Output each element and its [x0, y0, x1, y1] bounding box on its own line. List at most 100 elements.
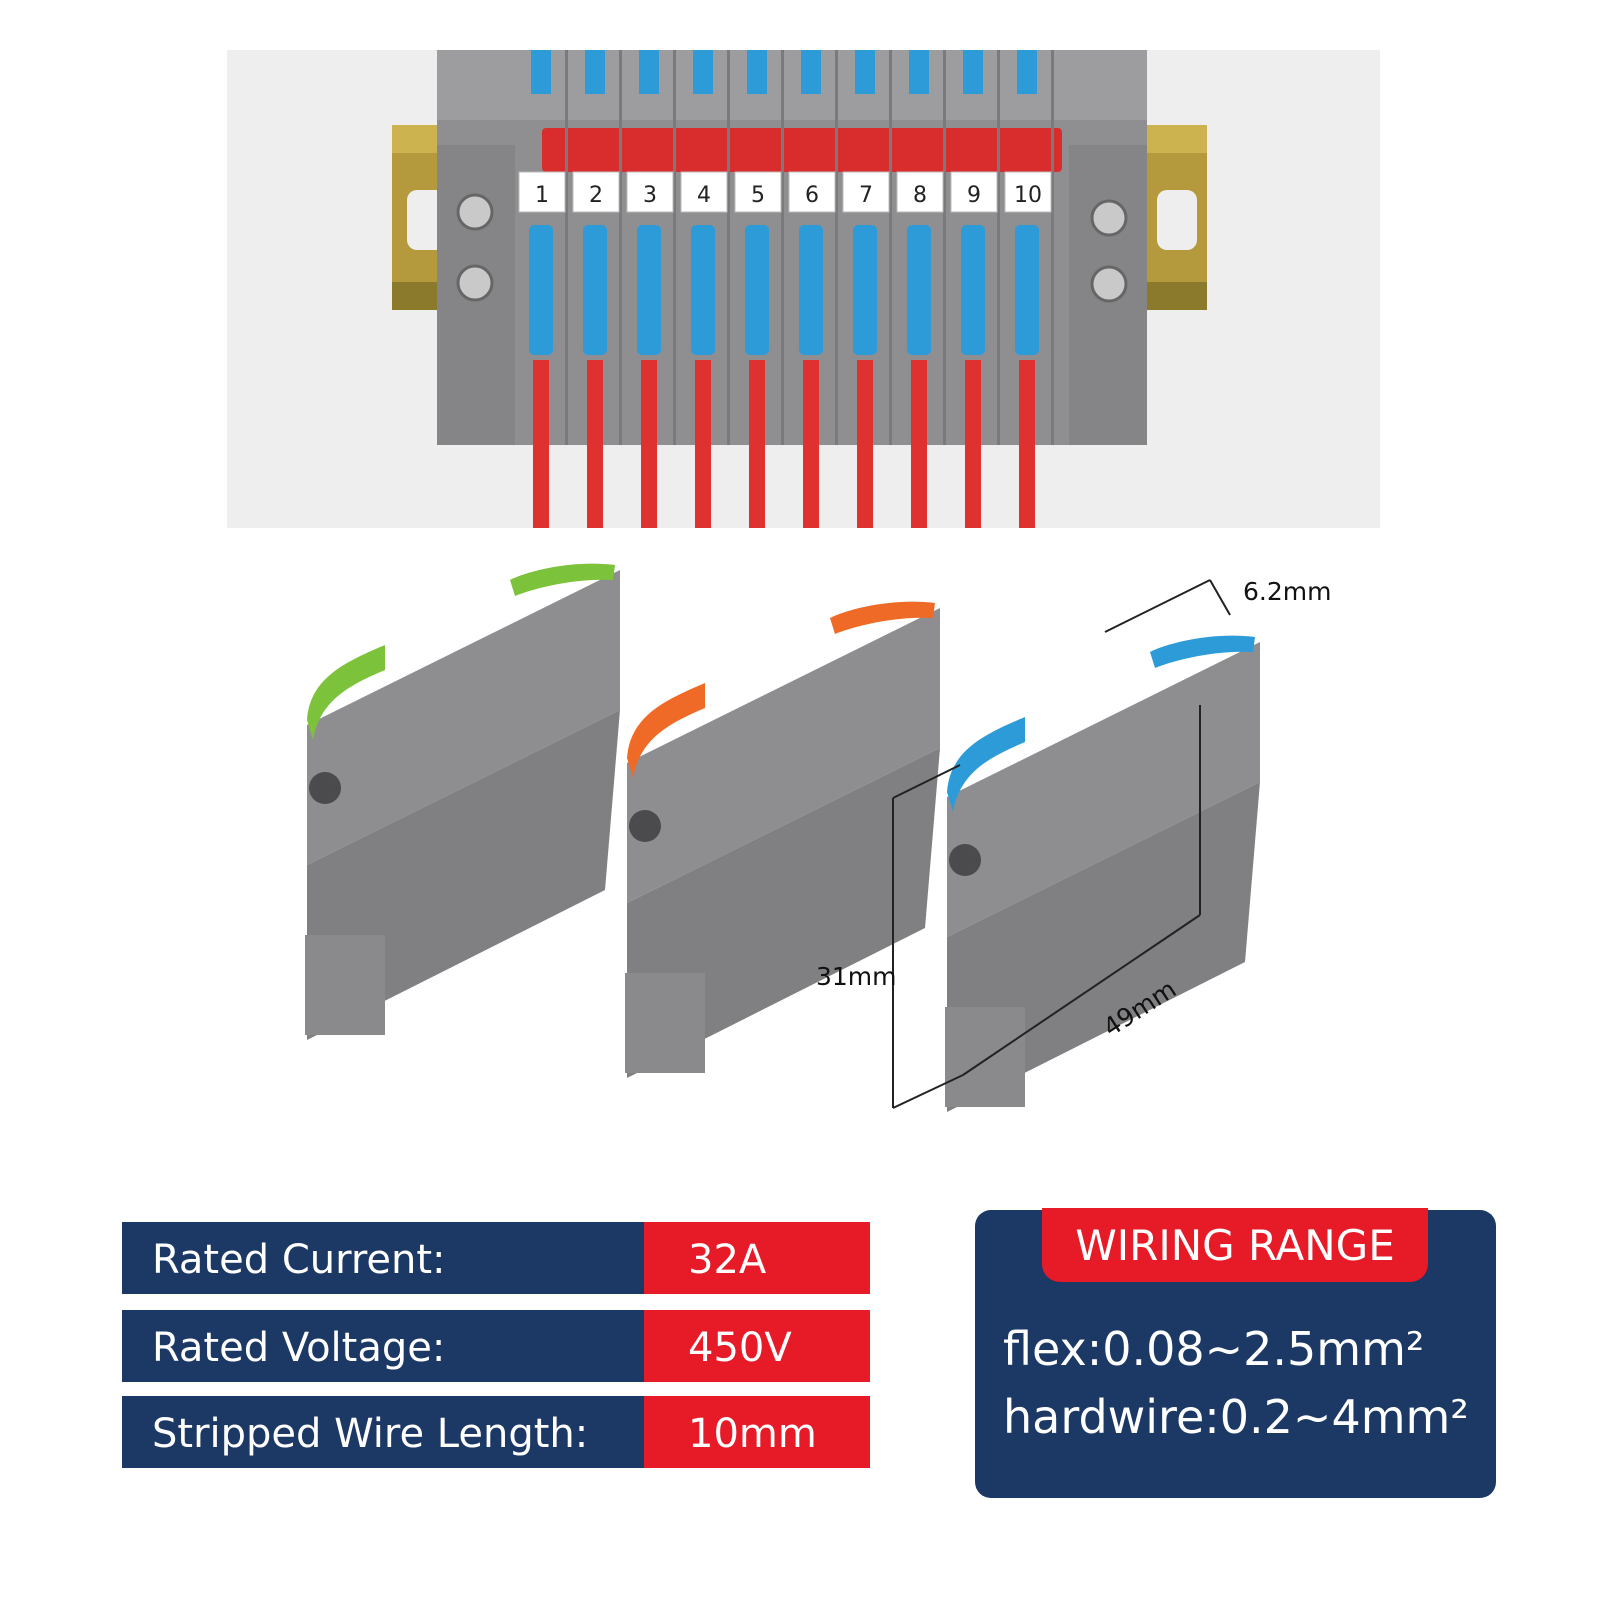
terminal-number: 8	[913, 183, 927, 208]
dimension-label-width: 6.2mm	[1243, 577, 1332, 606]
connector-blue	[945, 635, 1260, 1112]
wiring-range-title-tab: WIRING RANGE	[1042, 1208, 1428, 1282]
top-lever	[585, 50, 605, 94]
red-wire	[641, 360, 657, 528]
connector-leg	[305, 935, 385, 1035]
front-lever	[1015, 225, 1039, 355]
lever	[947, 717, 1025, 812]
lever	[627, 683, 705, 778]
front-lever	[529, 225, 553, 355]
wire-entry-hole	[309, 772, 341, 804]
terminal-label-tag	[896, 171, 944, 213]
connector-body	[947, 642, 1260, 937]
top-lever	[693, 50, 713, 94]
dimension-label-height: 31mm	[816, 962, 897, 991]
terminal-label-tag	[1004, 171, 1052, 213]
red-wire	[857, 360, 873, 528]
connector-green	[305, 563, 620, 1040]
module-divider	[781, 50, 784, 445]
module-divider	[619, 50, 622, 445]
top-lever	[747, 50, 767, 94]
dimension-line-width	[1209, 579, 1231, 616]
top-lever	[963, 50, 983, 94]
lever	[307, 645, 385, 740]
front-lever	[799, 225, 823, 355]
red-wire	[911, 360, 927, 528]
spec-value: 450V	[688, 1325, 792, 1371]
top-lever	[1017, 50, 1037, 94]
connector-leg	[625, 973, 705, 1073]
top-lever	[909, 50, 929, 94]
connector-body	[307, 570, 620, 865]
terminal-label-tag	[734, 171, 782, 213]
dimension-lines	[892, 579, 1231, 1109]
spec-row-rated-voltage: Rated Voltage: 450V	[122, 1310, 870, 1382]
spec-label: Stripped Wire Length:	[152, 1411, 589, 1457]
red-wire	[965, 360, 981, 528]
terminal-label-tag	[626, 171, 674, 213]
connector-orange	[625, 601, 940, 1078]
connectors-illustration	[305, 563, 1260, 1112]
red-wire	[533, 360, 549, 528]
terminal-number: 7	[859, 183, 873, 208]
wiring-range-flex: flex:0.08~2.5mm²	[1003, 1322, 1425, 1376]
front-lever	[853, 225, 877, 355]
front-lever	[907, 225, 931, 355]
din-rail-slot	[1157, 190, 1197, 250]
spec-value: 10mm	[688, 1411, 817, 1457]
terminal-label-tag	[572, 171, 620, 213]
terminal-label-tag	[518, 171, 566, 213]
red-wire	[695, 360, 711, 528]
dimension-line-height	[892, 764, 961, 799]
front-lever	[961, 225, 985, 355]
red-wire	[749, 360, 765, 528]
module-divider	[1051, 50, 1054, 445]
lever	[510, 563, 615, 596]
wiring-range-hardwire: hardwire:0.2~4mm²	[1003, 1390, 1469, 1444]
screw-icon	[1090, 265, 1128, 303]
module-divider	[835, 50, 838, 445]
lever	[1150, 635, 1255, 668]
terminal-label-tag	[680, 171, 728, 213]
spec-value-cell: 450V	[644, 1310, 870, 1382]
red-wire	[803, 360, 819, 528]
module-divider	[727, 50, 730, 445]
terminal-label-tag	[788, 171, 836, 213]
connector-foot	[947, 782, 1260, 1112]
terminal-number: 1	[535, 183, 549, 208]
top-lever	[801, 50, 821, 94]
terminal-number: 5	[751, 183, 765, 208]
wiring-range-panel: WIRING RANGE flex:0.08~2.5mm² hardwire:0…	[975, 1208, 1496, 1498]
red-wire	[1019, 360, 1035, 528]
module-divider	[943, 50, 946, 445]
top-lever	[531, 50, 551, 94]
dimension-line-height	[892, 1074, 964, 1109]
spec-value-cell: 10mm	[644, 1396, 870, 1468]
red-wire	[587, 360, 603, 528]
connector-foot	[627, 748, 940, 1078]
module-divider	[889, 50, 892, 445]
wire-entry-hole	[629, 810, 661, 842]
connector-leg	[945, 1007, 1025, 1107]
spec-value: 32A	[688, 1237, 767, 1283]
wire-entry-hole	[949, 844, 981, 876]
spec-value-cell: 32A	[644, 1222, 870, 1294]
screw-icon	[1090, 199, 1128, 237]
spec-label: Rated Voltage:	[152, 1325, 446, 1371]
module-divider	[673, 50, 676, 445]
connector-body	[627, 608, 940, 903]
lever	[830, 601, 935, 634]
spec-label: Rated Current:	[152, 1237, 446, 1283]
front-lever	[745, 225, 769, 355]
front-lever	[691, 225, 715, 355]
terminal-label-tag	[950, 171, 998, 213]
terminal-number: 6	[805, 183, 819, 208]
dimension-line-width	[1104, 579, 1211, 633]
screw-icon	[456, 193, 494, 231]
terminal-label-tag	[842, 171, 890, 213]
top-lever	[639, 50, 659, 94]
terminal-number: 3	[643, 183, 657, 208]
